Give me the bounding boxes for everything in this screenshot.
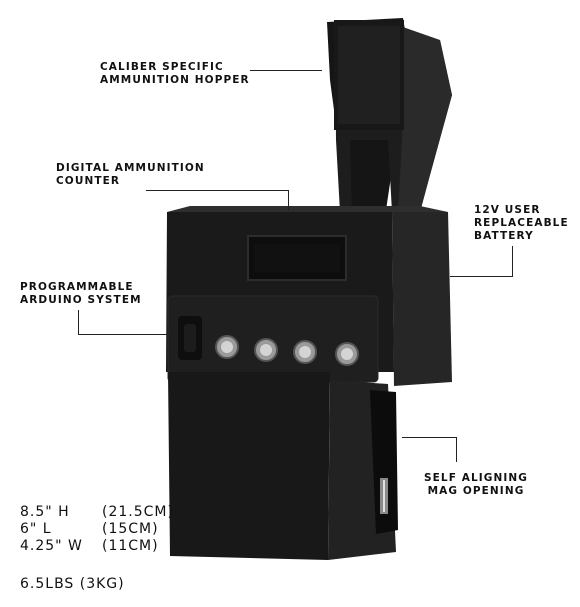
mag-opening: [370, 390, 398, 534]
battery-callout-line1: 12V USER: [474, 204, 541, 216]
spec-height-imperial: 8.5" H: [20, 504, 70, 520]
button-1-cap: [221, 341, 233, 353]
battery-callout: 12V USER REPLACEABLE BATTERY: [474, 204, 569, 243]
battery-callout-line2: REPLACEABLE: [474, 217, 569, 229]
spec-length-imperial: 6" L: [20, 521, 52, 537]
hopper-ribs: [338, 26, 400, 124]
mag-callout-line1: SELF ALIGNING: [424, 472, 528, 484]
spec-row-length: 6" L (15CM): [20, 521, 174, 538]
spec-row-height: 8.5" H (21.5CM): [20, 504, 174, 521]
power-rocker: [184, 324, 196, 352]
arduino-callout-line2: ARDUINO SYSTEM: [20, 294, 142, 306]
counter-callout: DIGITAL AMMUNITION COUNTER: [56, 162, 205, 188]
battery-leader-v: [512, 246, 513, 276]
battery-leader-h: [450, 276, 513, 277]
hopper-callout-line2: AMMUNITION HOPPER: [100, 74, 250, 86]
counter-callout-line1: DIGITAL AMMUNITION: [56, 162, 205, 174]
weight-value: 6.5LBS (3KG): [20, 576, 125, 592]
mag-leader-h: [402, 437, 456, 438]
mag-spring-highlight: [383, 480, 385, 512]
counter-leader-h: [146, 190, 288, 191]
spec-length-metric: (15CM): [102, 521, 159, 537]
weight-spec: 6.5LBS (3KG): [20, 576, 125, 593]
upper-body-top: [167, 206, 448, 212]
hopper-callout: CALIBER SPECIFIC AMMUNITION HOPPER: [100, 61, 250, 87]
mag-callout-line2: MAG OPENING: [427, 485, 525, 497]
hopper-callout-line1: CALIBER SPECIFIC: [100, 61, 224, 73]
lower-body-front: [168, 372, 330, 560]
arduino-callout-line1: PROGRAMMABLE: [20, 281, 134, 293]
arduino-callout: PROGRAMMABLE ARDUINO SYSTEM: [20, 281, 142, 307]
spec-width-metric: (11CM): [102, 538, 159, 554]
upper-body-side: [392, 212, 452, 386]
button-4-cap: [341, 348, 353, 360]
button-2-cap: [260, 344, 272, 356]
push-buttons: [215, 335, 359, 366]
battery-callout-line3: BATTERY: [474, 230, 534, 242]
mag-callout: SELF ALIGNING MAG OPENING: [424, 472, 528, 498]
lcd-screen: [254, 244, 340, 272]
hopper-side: [398, 26, 452, 212]
counter-leader-v: [288, 190, 289, 210]
spec-row-width: 4.25" W (11CM): [20, 538, 174, 555]
arduino-leader-h: [78, 334, 170, 335]
counter-callout-line2: COUNTER: [56, 175, 121, 187]
button-3-cap: [299, 346, 311, 358]
mag-leader-v: [456, 437, 457, 462]
hopper-leader: [250, 70, 322, 71]
arduino-leader-v: [78, 310, 79, 334]
dimensions-block: 8.5" H (21.5CM) 6" L (15CM) 4.25" W (11C…: [20, 504, 174, 555]
spec-height-metric: (21.5CM): [102, 504, 174, 520]
spec-width-imperial: 4.25" W: [20, 538, 83, 554]
